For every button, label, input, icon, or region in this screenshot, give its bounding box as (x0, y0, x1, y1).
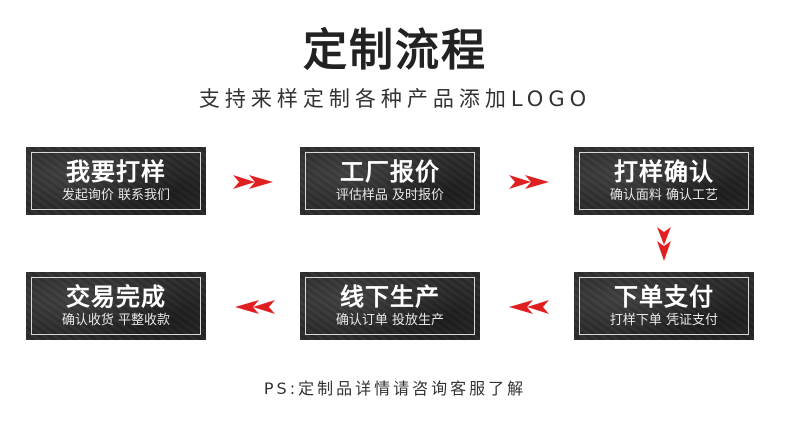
step-title: 工厂报价 (340, 157, 440, 186)
ps-note: PS:定制品详情请咨询客服了解 (263, 379, 527, 398)
step-title: 交易完成 (66, 282, 166, 311)
step-box-3: 打样确认 确认面料 确认工艺 (574, 147, 754, 215)
step-box-6: 交易完成 确认收货 平整收款 (26, 272, 206, 340)
step-box-4: 下单支付 打样下单 凭证支付 (574, 272, 754, 340)
step-box-2: 工厂报价 评估样品 及时报价 (300, 147, 480, 215)
step-subtitle: 确认收货 平整收款 (61, 312, 171, 328)
step-subtitle: 确认订单 投放生产 (335, 312, 445, 328)
right-arrow-icon (509, 175, 549, 189)
down-arrow-icon (657, 227, 671, 261)
left-arrow-icon (235, 300, 275, 314)
step-title: 下单支付 (614, 282, 714, 311)
right-arrow-icon (233, 175, 273, 189)
step-title: 我要打样 (66, 157, 166, 186)
page-subtitle: 支持来样定制各种产品添加LOGO (198, 87, 592, 111)
left-arrow-icon (509, 300, 549, 314)
page-title: 定制流程 (303, 25, 487, 76)
step-subtitle: 确认面料 确认工艺 (609, 187, 719, 203)
step-title: 线下生产 (340, 282, 440, 311)
step-box-5: 线下生产 确认订单 投放生产 (300, 272, 480, 340)
step-subtitle: 打样下单 凭证支付 (609, 312, 719, 328)
step-title: 打样确认 (614, 157, 714, 186)
step-box-1: 我要打样 发起询价 联系我们 (26, 147, 206, 215)
step-subtitle: 发起询价 联系我们 (61, 187, 171, 203)
step-subtitle: 评估样品 及时报价 (335, 187, 445, 203)
